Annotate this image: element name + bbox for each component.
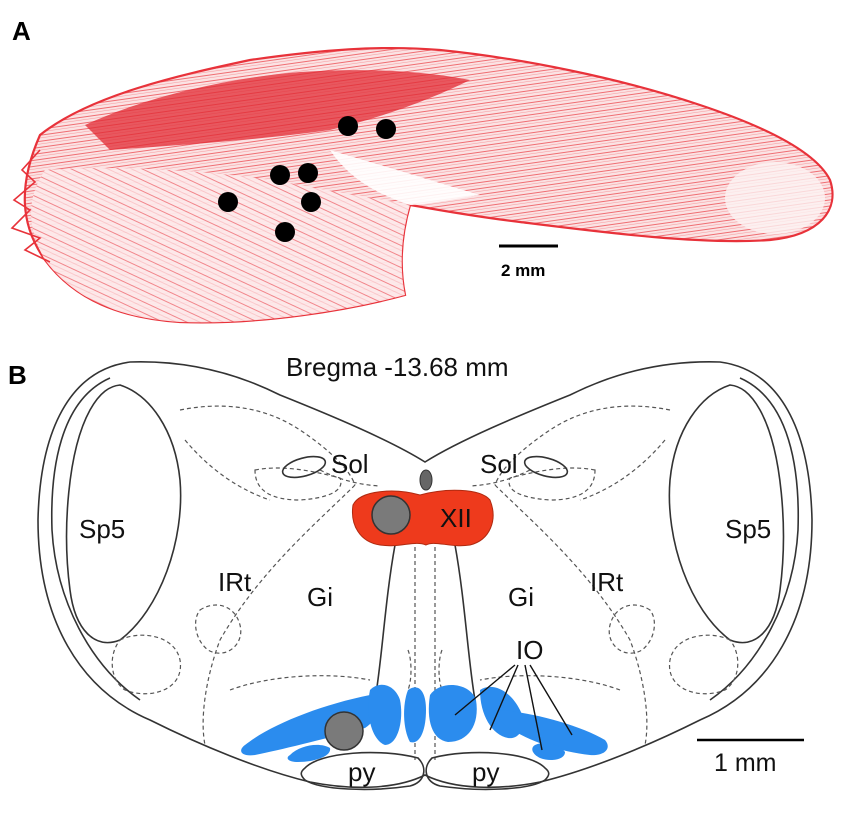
io-left-lateral [241, 695, 377, 756]
label-sol-left: Sol [331, 449, 369, 479]
label-sp5-right: Sp5 [725, 514, 771, 544]
lesion-marker-xii [371, 495, 411, 535]
tongue-section [10, 46, 834, 324]
tongue-tip [725, 162, 825, 234]
label-io: IO [516, 635, 543, 665]
label-sol-right: Sol [480, 449, 518, 479]
pyramid-right [425, 751, 550, 791]
site-dot [275, 222, 295, 242]
scale-bar-b: 1 mm [697, 738, 804, 777]
tissue-cleft [330, 150, 480, 205]
central-canal [419, 469, 433, 491]
label-gi-left: Gi [307, 582, 333, 612]
brainstem-inner-outline [50, 377, 800, 701]
sol-tract-left [281, 455, 327, 479]
io-pointer-lines [454, 664, 573, 751]
label-gi-right: Gi [508, 582, 534, 612]
panel-a: A 2 mm [10, 16, 834, 324]
recording-sites [218, 116, 396, 242]
site-dot [298, 163, 318, 183]
bregma-title: Bregma -13.68 mm [286, 352, 509, 382]
label-py-left: py [348, 757, 375, 787]
pyramid-left [300, 751, 425, 791]
label-xii: XII [440, 503, 472, 533]
posterior-fibers [10, 149, 51, 263]
site-dot [338, 116, 358, 136]
scale-bar-b-label: 1 mm [714, 749, 777, 777]
sp5-right-outline [668, 384, 785, 644]
site-dot [301, 192, 321, 212]
scale-bar-a: 2 mm [499, 244, 558, 280]
label-irt-right: IRt [590, 567, 624, 597]
scale-bar-a-label: 2 mm [501, 261, 545, 280]
io-center-right [428, 684, 477, 742]
site-dot [376, 119, 396, 139]
site-dot [218, 192, 238, 212]
brainstem-outline [37, 361, 813, 789]
panel-b: B Bregma -13.68 mm [8, 352, 813, 791]
lesion-marker-io [324, 711, 364, 751]
panel-b-letter: B [8, 360, 27, 390]
nuclei-boundaries [111, 405, 739, 760]
superior-muscle-band [85, 70, 470, 150]
panel-a-letter: A [12, 16, 31, 46]
site-dot [270, 165, 290, 185]
sol-tract-right [523, 455, 569, 479]
io-center-left [404, 687, 426, 743]
label-py-right: py [472, 757, 499, 787]
midline-raphe [374, 544, 476, 701]
io-right-lateral [497, 710, 608, 756]
sp5-left-outline [65, 384, 182, 644]
io-left-medial [368, 684, 402, 745]
inferior-olive [241, 684, 608, 762]
io-left-small [287, 744, 331, 762]
io-right-small [532, 742, 565, 760]
label-sp5-left: Sp5 [79, 514, 125, 544]
label-irt-left: IRt [218, 567, 252, 597]
